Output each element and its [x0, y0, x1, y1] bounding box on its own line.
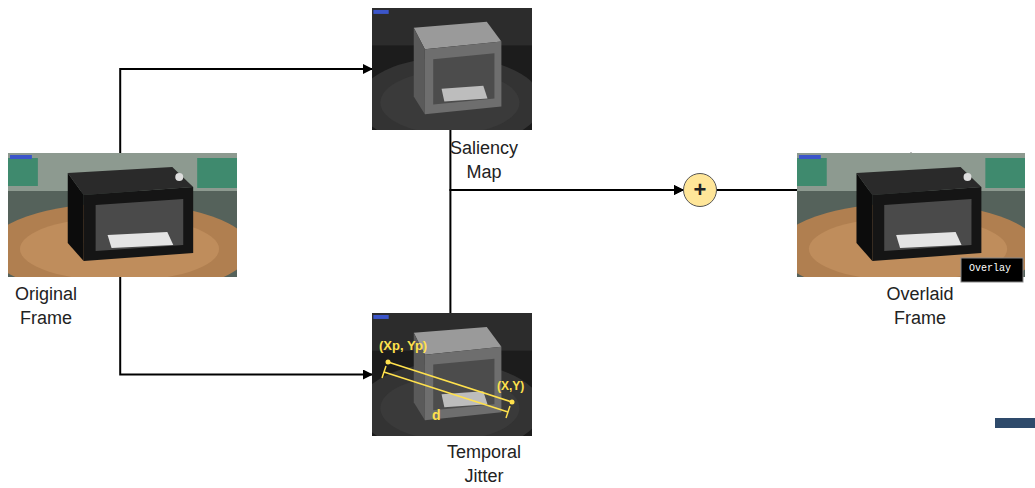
distance-label: d — [432, 407, 441, 423]
dimension-tick — [382, 366, 386, 378]
overlay-text: Overlay — [969, 263, 1011, 274]
image-frame: Overlaid Frame — [797, 153, 1025, 277]
image-frame: Saliency Map — [372, 8, 532, 130]
temporal-jitter-image — [358, 313, 542, 454]
image-caption: Overlaid Frame — [878, 282, 962, 330]
corner-bar — [995, 418, 1035, 428]
image-frame: Temporal Jitter — [372, 313, 532, 436]
dimension-line — [384, 372, 508, 412]
flow-arrow — [120, 69, 372, 153]
overlaid-frame-image — [777, 153, 1035, 295]
point-label: (X,Y) — [497, 379, 524, 393]
image-caption: Temporal Jitter — [442, 440, 526, 488]
point-marker — [386, 360, 391, 365]
point-label: (Xp, Yp) — [379, 338, 427, 353]
flow-arrow — [120, 277, 372, 375]
image-frame: Original Frame — [8, 153, 237, 277]
original-frame-image — [0, 153, 251, 295]
point-marker — [510, 400, 515, 405]
operator-symbol: + — [694, 179, 707, 201]
sum-circle: + — [683, 173, 717, 207]
jitter-line — [388, 362, 512, 402]
flow-arrow — [450, 190, 683, 313]
dimension-tick — [506, 406, 510, 418]
image-caption: Original Frame — [4, 282, 88, 330]
overlay-box — [961, 258, 1023, 282]
image-caption: Saliency Map — [442, 136, 526, 184]
saliency-map-image — [358, 8, 542, 148]
